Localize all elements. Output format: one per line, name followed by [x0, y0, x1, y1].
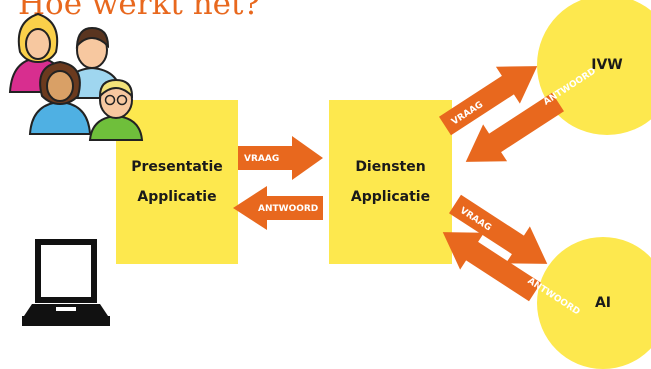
laptop-icon: [22, 239, 110, 326]
arrow-label-antwoord-2: ANTWOORD: [542, 66, 598, 107]
arrow-label-antwoord-3: ANTWOORD: [525, 276, 581, 317]
presentatie-applicatie-label: Applicatie: [137, 189, 217, 205]
arrow-antwoord-diensten-presentatie: ANTWOORD: [233, 186, 323, 230]
presentatie-label: Presentatie: [131, 159, 223, 175]
diensten-applicatie-box: Diensten Applicatie: [329, 100, 452, 264]
ivw-label: IVW: [591, 57, 623, 73]
ai-label: AI: [594, 295, 612, 311]
people-group-icon: [8, 12, 144, 141]
page-title: Hoe werkt het?: [18, 0, 261, 22]
arrow-label-antwoord-1: ANTWOORD: [258, 204, 318, 214]
diensten-label: Diensten: [355, 159, 426, 175]
ai-circle: AI: [537, 237, 651, 369]
arrow-label-vraag-1: VRAAG: [244, 154, 279, 164]
arrow-vraag-presentatie-diensten: VRAAG: [238, 136, 323, 180]
diagram-overlay: VRAAG ANTWOORD VRAAG ANTWOORD VRAAG ANTW…: [8, 12, 598, 326]
diensten-applicatie-label: Applicatie: [350, 189, 431, 205]
